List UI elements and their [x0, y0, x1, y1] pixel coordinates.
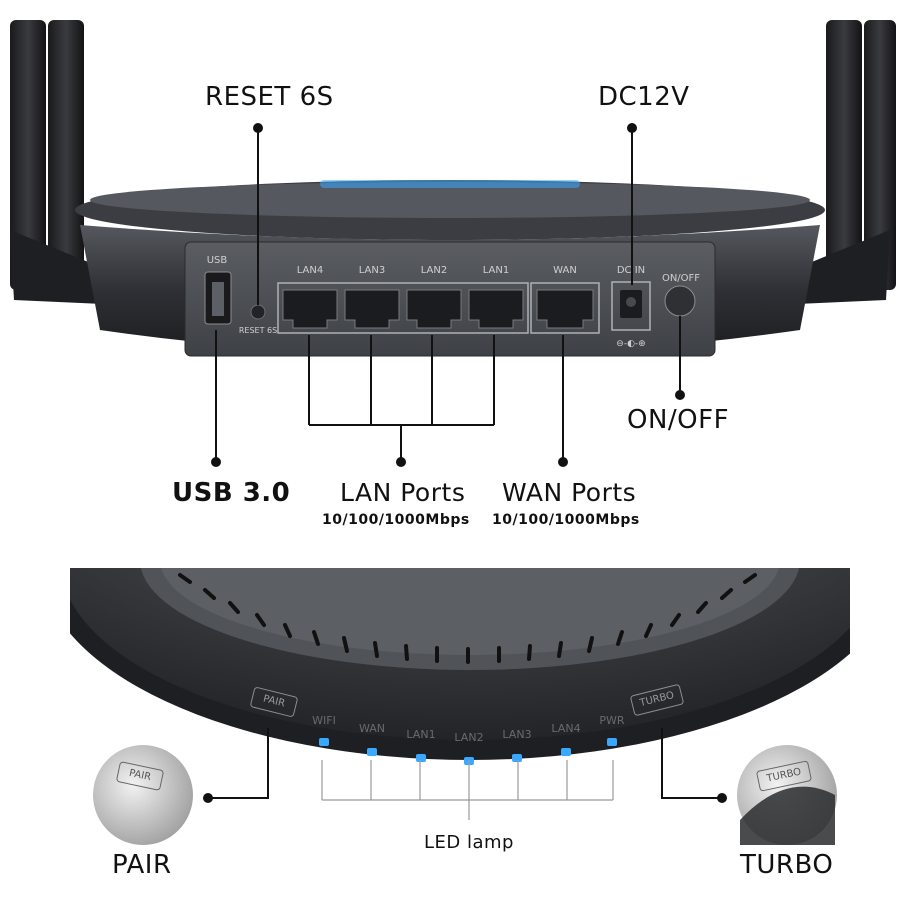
led-label-pwr: PWR: [599, 714, 625, 727]
callout-pair: PAIR: [112, 850, 172, 880]
wan-port: [536, 289, 594, 329]
callout-reset: RESET 6S: [205, 82, 334, 112]
router-led-view: [70, 568, 850, 845]
led-lan1: [416, 754, 426, 762]
callout-turbo: TURBO: [740, 850, 834, 880]
panel-reset-label: RESET 6S: [238, 326, 278, 335]
panel-lan3-label: LAN3: [358, 265, 386, 276]
callout-usb: USB 3.0: [172, 478, 291, 508]
lan1-port: [468, 289, 524, 329]
led-label-lan1: LAN1: [406, 728, 436, 741]
led-label-lan4: LAN4: [551, 722, 581, 735]
panel-dcin-label: DC IN: [616, 265, 646, 276]
panel-lan2-label: LAN2: [420, 265, 448, 276]
svg-text:⊖-◐-⊕: ⊖-◐-⊕: [616, 339, 645, 349]
callout-onoff: ON/OFF: [627, 405, 730, 435]
callout-lan-title: LAN Ports: [340, 478, 466, 507]
panel-onoff-label: ON/OFF: [661, 273, 701, 284]
turbo-button: [630, 684, 684, 716]
led-label-lan2: LAN2: [454, 731, 484, 744]
led-lan4: [561, 748, 571, 756]
reset-button-hole: [250, 304, 266, 320]
lan2-port: [406, 289, 462, 329]
panel-lan1-label: LAN1: [482, 265, 510, 276]
panel-wan-label: WAN: [553, 265, 577, 276]
led-label-lan3: LAN3: [502, 728, 532, 741]
pair-inset-zoom: [93, 745, 193, 845]
panel-usb-label: USB: [206, 255, 228, 266]
antenna-right-front: [864, 20, 896, 290]
led-lamp-caption: LED lamp: [424, 832, 514, 853]
led-lan3: [512, 754, 522, 762]
antenna-right-back: [826, 20, 862, 290]
pair-button: [250, 687, 298, 717]
antenna-left-front: [48, 20, 84, 290]
lan4-port: [282, 289, 338, 329]
callout-dc: DC12V: [598, 82, 690, 112]
callout-wan-title: WAN Ports: [502, 478, 637, 507]
antenna-left-back: [10, 20, 46, 290]
power-switch: [664, 285, 696, 317]
led-label-wifi: WIFI: [312, 714, 336, 727]
callout-wan-speed: 10/100/1000Mbps: [492, 512, 640, 528]
callout-lan-speed: 10/100/1000Mbps: [322, 512, 470, 528]
led-label-wan: WAN: [358, 722, 386, 735]
led-wifi: [319, 738, 329, 746]
led-pwr: [607, 738, 617, 746]
panel-lan4-label: LAN4: [296, 265, 324, 276]
router-rear-view: ⊖-◐-⊕: [10, 20, 896, 467]
lan3-port: [344, 289, 400, 329]
led-wan: [367, 748, 377, 756]
